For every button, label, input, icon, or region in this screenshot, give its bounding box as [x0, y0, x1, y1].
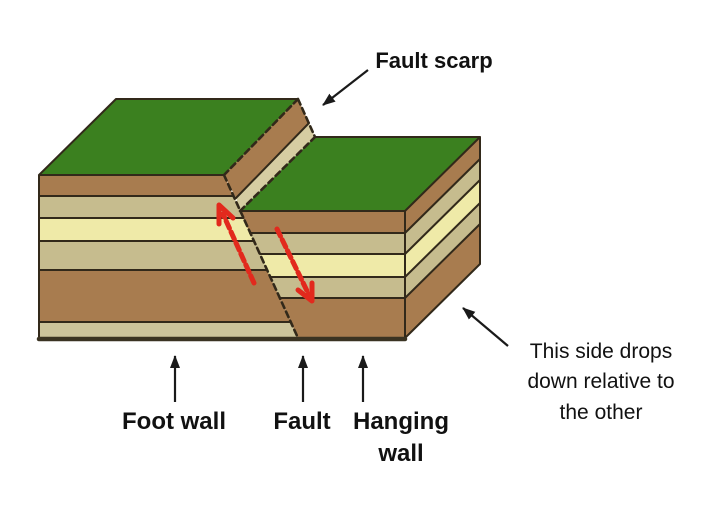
fault-label: Fault: [273, 408, 330, 435]
hangingwall-motion-arrow: [274, 226, 315, 304]
drop-note-line2: down relative to: [527, 370, 674, 393]
fault-scarp-label: Fault scarp: [375, 48, 492, 73]
fault-plane-dashed-line: [222, 97, 317, 340]
footwall-grass-top: [39, 99, 298, 175]
foot-wall-label: Foot wall: [122, 408, 226, 435]
fault-scarp-tan-band: [236, 123, 315, 211]
hangingwall-side-brown-2: [405, 224, 480, 338]
hangingwall-motion-arrowhead: [295, 280, 315, 304]
fault-scarp-brown-band: [224, 99, 309, 198]
hangingwall-side-tan-2: [405, 203, 480, 298]
footwall-layer-tan-2: [39, 241, 267, 270]
hangingwall-layer-tan-2: [270, 277, 405, 298]
fault-scarp-arrow: [322, 69, 369, 106]
hangingwall-layer-brown-2: [280, 298, 405, 338]
footwall-layer-tan-1: [39, 196, 244, 218]
footwall-layer-brown-1: [39, 175, 234, 196]
hanging-wall-label-line1: Hanging: [353, 408, 449, 435]
block-outlines: [38, 98, 481, 339]
hangingwall-side-tan-1: [405, 159, 480, 254]
hangingwall-layer-brown-1: [240, 211, 405, 233]
hangingwall-side-yellow: [405, 180, 480, 277]
footwall-motion-arrow: [216, 202, 257, 286]
hangingwall-side-brown-1: [405, 137, 480, 233]
drop-note-arrow: [462, 307, 509, 347]
footwall-layer-yellow: [39, 218, 254, 241]
hangingwall-layer-yellow: [260, 254, 405, 277]
hangingwall-grass-top: [240, 137, 480, 211]
drop-note-line1: This side drops: [530, 340, 672, 363]
drop-note-line3: the other: [560, 401, 643, 424]
footwall-layer-brown-2: [39, 270, 291, 322]
hanging-wall-label-line2: wall: [377, 440, 423, 467]
footwall-layer-lighttan: [39, 322, 298, 338]
hangingwall-layer-tan-1: [250, 233, 405, 254]
footwall-motion-arrowhead: [216, 202, 236, 227]
